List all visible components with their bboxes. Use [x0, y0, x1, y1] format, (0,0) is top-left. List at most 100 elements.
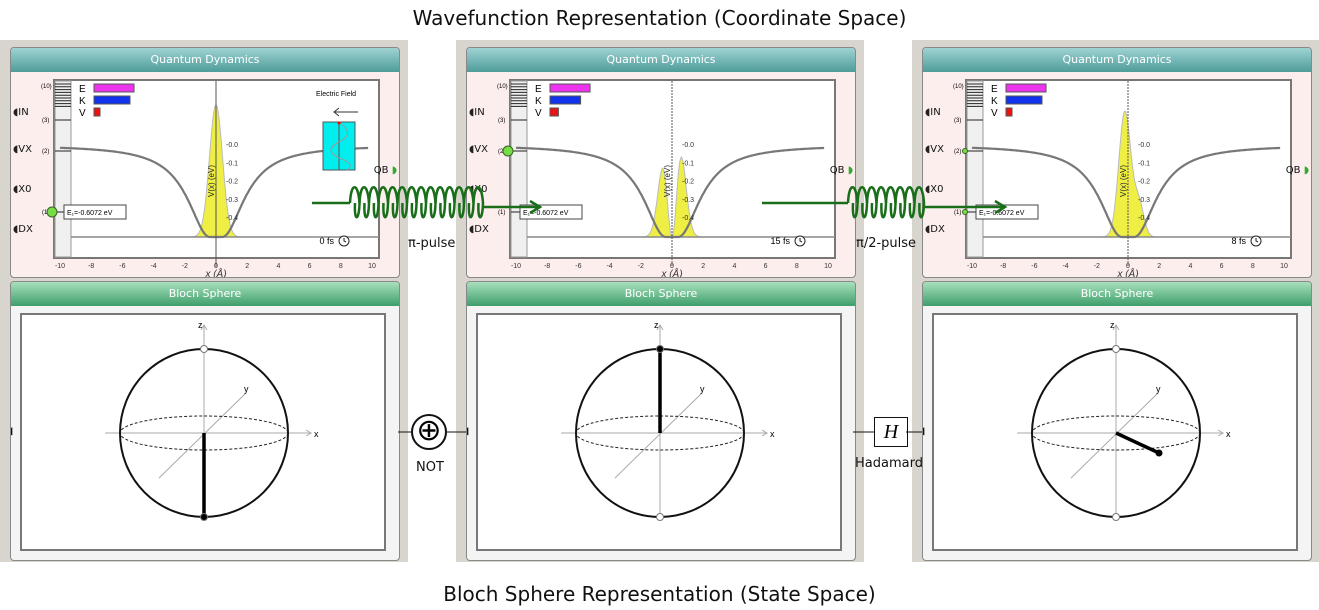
- port-in[interactable]: ◖: [11, 426, 13, 437]
- hadamard-gate[interactable]: H: [874, 417, 908, 447]
- y-axis-label: V(x) (eV): [1119, 165, 1128, 197]
- legend-V-bar: [1005, 107, 1013, 117]
- pulse-label: π/2-pulse: [856, 236, 917, 251]
- port-vx[interactable]: ◖VX: [925, 144, 944, 155]
- port-dx[interactable]: ◖DX: [13, 224, 33, 235]
- x-tick-label: -8: [1000, 263, 1006, 270]
- legend-V-bar: [93, 107, 101, 117]
- energy-level-strip[interactable]: [510, 80, 528, 258]
- x-tick-label: -10: [967, 263, 977, 270]
- port-in[interactable]: ◖: [923, 426, 925, 437]
- x-tick-label: -10: [55, 263, 65, 270]
- pulse-coil: [884, 186, 897, 219]
- port-qb[interactable]: QB ◗: [373, 165, 397, 176]
- port-label: X0: [474, 184, 488, 195]
- state-indicator[interactable]: [962, 209, 968, 215]
- level-label: (1): [954, 210, 961, 216]
- energy-readout: E₁=-0.6072 eV: [979, 210, 1025, 217]
- x-tick-label: -4: [606, 263, 612, 270]
- energy-level-strip[interactable]: [54, 80, 72, 258]
- port-dx[interactable]: ◖DX: [925, 224, 945, 235]
- electric-field-label: Electric Field: [316, 91, 356, 98]
- level-label: (1): [42, 210, 49, 216]
- x-tick-label: 6: [1220, 263, 1224, 270]
- x-tick-label: 4: [276, 263, 280, 270]
- panel-header: Quantum Dynamics: [923, 48, 1311, 72]
- not-gate[interactable]: ⊕: [411, 414, 447, 450]
- y-tick-label: -0.3: [682, 197, 694, 204]
- state-vector: [1115, 431, 1160, 455]
- level-label: (10): [41, 84, 52, 90]
- level-label: (1): [498, 210, 505, 216]
- time-label: 0 fs: [319, 236, 334, 246]
- port-vx[interactable]: ◖VX: [13, 144, 32, 155]
- y-tick-label: -0.2: [682, 179, 694, 186]
- legend-K-bar: [93, 95, 131, 105]
- port-in[interactable]: ◖: [467, 426, 469, 437]
- x-arrow: [1217, 429, 1224, 437]
- pulse-coil: [434, 186, 447, 219]
- equator: [575, 415, 745, 451]
- north-pole: [200, 345, 208, 353]
- south-pole: [200, 513, 208, 521]
- energy-readout-box: [63, 204, 127, 220]
- pulse-coil: [865, 186, 878, 219]
- x-axis-label: x: [1226, 429, 1231, 439]
- x-tick-label: 4: [732, 263, 736, 270]
- x-tick-label: 8: [795, 263, 799, 270]
- legend-E-label: E: [79, 84, 86, 95]
- z-arrow: [200, 324, 208, 331]
- port-label: DX: [930, 224, 945, 235]
- port-in[interactable]: ◖IN: [469, 107, 485, 118]
- pulse-coil: [424, 186, 437, 219]
- panel-header: Quantum Dynamics: [11, 48, 399, 72]
- x-axis-label: x (Å): [660, 267, 682, 277]
- port-x0[interactable]: ◖X0: [469, 184, 488, 195]
- port-x0[interactable]: ◖X0: [13, 184, 32, 195]
- port-x0[interactable]: ◖X0: [925, 184, 944, 195]
- x-tick-label: 8: [339, 263, 343, 270]
- port-label: DX: [474, 224, 489, 235]
- level-label: (3): [954, 118, 961, 124]
- legend-E-label: E: [991, 84, 998, 95]
- x-tick-label: 0: [1126, 263, 1130, 270]
- port-qb[interactable]: QB ◗: [1285, 165, 1309, 176]
- time-label: 15 fs: [770, 236, 790, 246]
- north-pole: [1112, 345, 1120, 353]
- y-tick-label: -0.0: [226, 142, 238, 149]
- port-in[interactable]: ◖IN: [13, 107, 29, 118]
- pulse-coil: [415, 186, 428, 219]
- panel-header: Bloch Sphere: [923, 282, 1311, 306]
- panel-header: Quantum Dynamics: [467, 48, 855, 72]
- port-dx[interactable]: ◖DX: [469, 224, 489, 235]
- energy-readout: E₁=-0.6072 eV: [67, 210, 113, 217]
- legend-K-bar: [549, 95, 582, 105]
- z-arrow: [656, 324, 664, 331]
- x-tick-label: -6: [575, 263, 581, 270]
- bloch-sphere-panel: Bloch Sphere x z y ◖: [10, 281, 400, 561]
- state-indicator[interactable]: [46, 206, 58, 218]
- port-label: QB: [1285, 165, 1301, 176]
- level-label: (3): [498, 118, 505, 124]
- y-axis-label: y: [700, 384, 705, 394]
- port-label: QB: [373, 165, 389, 176]
- state-indicator[interactable]: [502, 145, 514, 157]
- state-indicator[interactable]: [962, 148, 968, 154]
- pulse-coil: [405, 186, 418, 219]
- quantum-dynamics-panel: Quantum Dynamics (10) (3) (2) (1)E K V -…: [466, 47, 856, 278]
- port-in[interactable]: ◖IN: [925, 107, 941, 118]
- level-label: (3): [42, 118, 49, 124]
- energy-level-strip[interactable]: [966, 80, 984, 258]
- y-tick-label: -0.4: [1138, 215, 1150, 222]
- hadamard-gate-symbol: H: [883, 421, 899, 443]
- legend-E-bar: [549, 83, 591, 93]
- x-tick-label: 2: [1157, 263, 1161, 270]
- quantum-dynamics-panel: Quantum Dynamics (10) (3) (2) (1)E K V -…: [922, 47, 1312, 278]
- legend-V-label: V: [79, 108, 86, 119]
- port-qb[interactable]: QB ◗: [829, 165, 853, 176]
- north-pole: [656, 345, 664, 353]
- port-vx[interactable]: ◖VX: [469, 144, 488, 155]
- x-tick-label: -8: [544, 263, 550, 270]
- panel-header: Bloch Sphere: [467, 282, 855, 306]
- x-arrow: [305, 429, 312, 437]
